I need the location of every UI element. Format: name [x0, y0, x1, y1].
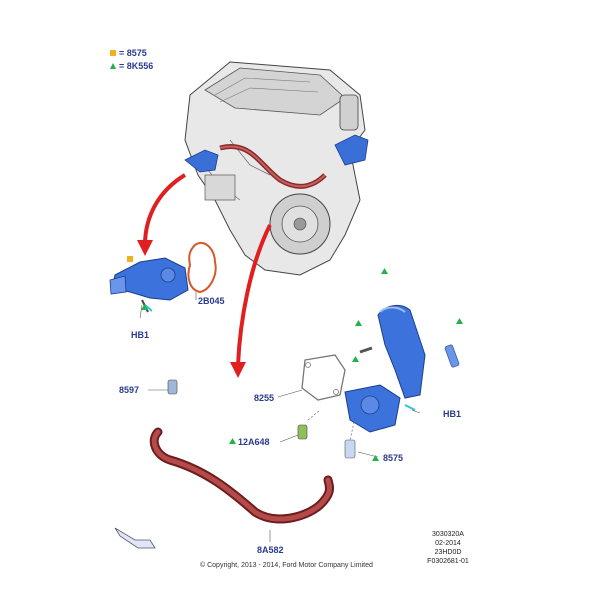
legend-item-8575: = 8575	[110, 48, 147, 58]
callout-8575: 8575	[383, 453, 404, 463]
drawing-id: F0302681-01	[427, 558, 469, 565]
copyright-text: © Copyright, 2013 - 2014, Ford Motor Com…	[200, 562, 373, 569]
gasket-2b045-illustration	[187, 242, 217, 300]
drawing-ref: 23HD0D	[434, 549, 462, 556]
callout-8255: 8255	[254, 393, 275, 403]
callout-12a648: 12A648	[238, 437, 270, 447]
leader-lines	[139, 304, 421, 458]
sensors-illustration	[167, 379, 321, 440]
callout-8a582: 8A582	[257, 545, 284, 555]
thermostat-housing-illustration	[109, 257, 189, 313]
callout-8597: 8597	[119, 385, 140, 395]
drawing-number: 3030320A	[432, 531, 464, 538]
callout-hb1-right: HB1	[443, 409, 462, 419]
coolant-outlet-pipe-illustration	[344, 304, 426, 433]
coolant-hose-8a582-illustration	[149, 427, 334, 542]
legend-8k556-text: = 8K556	[119, 61, 154, 71]
triangle-marker-icon	[110, 63, 116, 69]
drawing-code-block: 3030320A 02-2014 23HD0D F0302681-01	[418, 530, 478, 566]
callout-2b045: 2B045	[198, 296, 225, 306]
callout-hb1-left: HB1	[131, 330, 150, 340]
bolts-illustration	[344, 344, 460, 459]
legend-item-8k556: = 8K556	[110, 61, 153, 71]
red-pointer-arrows	[137, 173, 272, 378]
fastener-8k556-markers	[141, 268, 463, 461]
orientation-arrow-icon	[114, 527, 156, 549]
drawing-date: 02-2014	[435, 540, 461, 547]
gasket-8255-illustration	[301, 354, 346, 401]
fastener-8575-markers	[127, 256, 133, 262]
engine-block-illustration	[184, 61, 369, 276]
legend-8575-text: = 8575	[119, 48, 147, 58]
square-marker-icon	[110, 50, 116, 56]
